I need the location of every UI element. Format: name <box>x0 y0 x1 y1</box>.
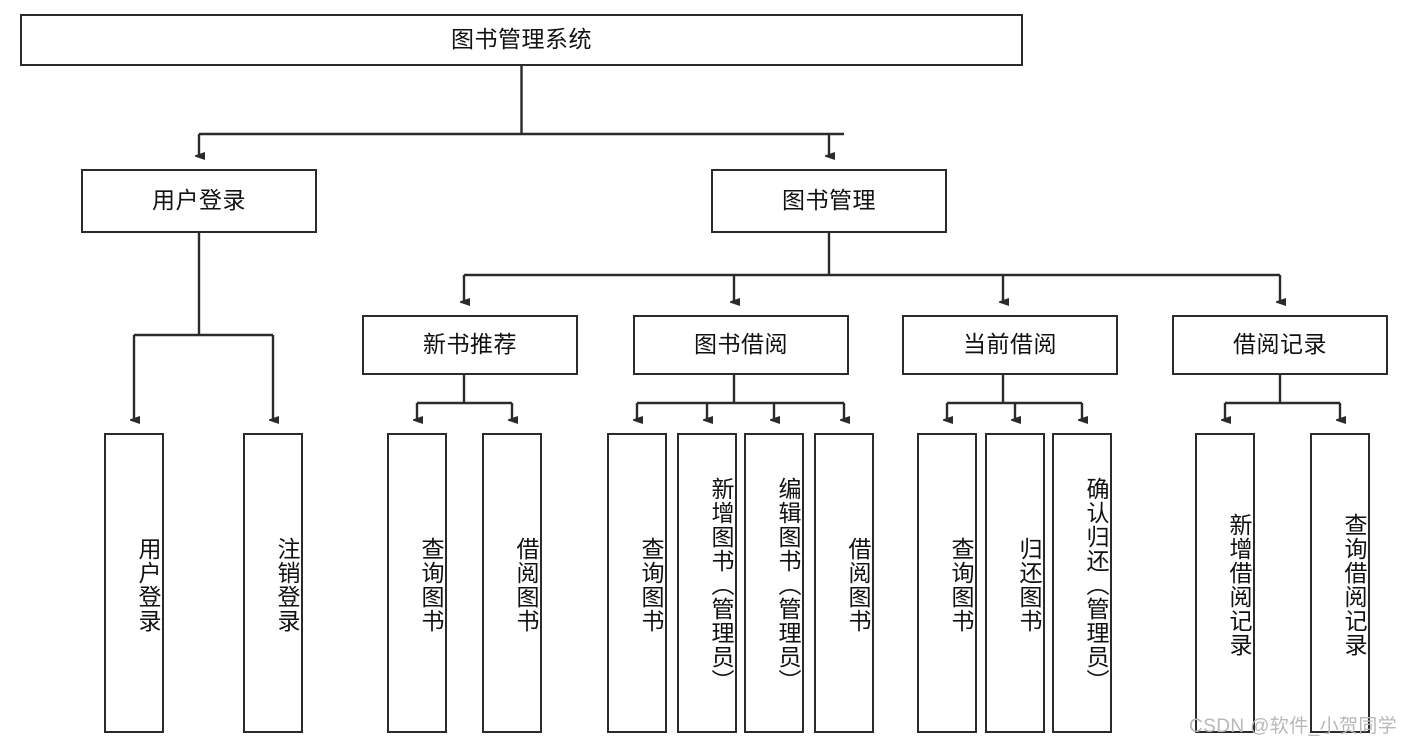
node-label: 用户登录 <box>135 537 161 633</box>
node-level2-book-borrow[interactable]: 图书借阅 <box>633 315 849 375</box>
node-label: 新书推荐 <box>423 331 517 358</box>
node-label: 归还图书 <box>1016 537 1042 633</box>
node-leaf-edit-book-admin[interactable]: 编辑图书（管理员） <box>744 433 804 733</box>
node-leaf-query-borrow-record[interactable]: 查询借阅记录 <box>1310 433 1370 733</box>
node-label: 图书借阅 <box>694 331 788 358</box>
node-level1-user-login[interactable]: 用户登录 <box>81 169 317 233</box>
node-label: 图书管理 <box>782 187 876 214</box>
node-label: 查询图书 <box>638 537 664 633</box>
node-leaf-add-borrow-record[interactable]: 新增借阅记录 <box>1195 433 1255 733</box>
node-label: 查询图书 <box>948 537 974 633</box>
node-leaf-borrow-book[interactable]: 借阅图书 <box>814 433 874 733</box>
node-leaf-confirm-return-admin[interactable]: 确认归还（管理员） <box>1052 433 1112 733</box>
node-label: 新增图书（管理员） <box>708 477 734 693</box>
node-label: 借阅图书 <box>513 537 539 633</box>
node-root[interactable]: 图书管理系统 <box>20 14 1023 66</box>
node-level2-borrow-record[interactable]: 借阅记录 <box>1172 315 1388 375</box>
node-leaf-query-book-current[interactable]: 查询图书 <box>917 433 977 733</box>
node-label: 用户登录 <box>152 187 246 214</box>
node-level1-book-management[interactable]: 图书管理 <box>711 169 947 233</box>
node-label: 查询借阅记录 <box>1341 513 1367 657</box>
node-label: 借阅记录 <box>1233 331 1327 358</box>
node-label: 借阅图书 <box>845 537 871 633</box>
node-level2-current-borrow[interactable]: 当前借阅 <box>902 315 1118 375</box>
node-leaf-logout[interactable]: 注销登录 <box>243 433 303 733</box>
node-level2-new-book-recommend[interactable]: 新书推荐 <box>362 315 578 375</box>
node-leaf-query-book-newbook[interactable]: 查询图书 <box>387 433 447 733</box>
node-label: 确认归还（管理员） <box>1083 477 1109 693</box>
node-label: 当前借阅 <box>963 331 1057 358</box>
node-label: 图书管理系统 <box>451 26 592 53</box>
watermark-label: CSDN @软件_小贺同学 <box>1189 716 1398 737</box>
node-leaf-add-book-admin[interactable]: 新增图书（管理员） <box>677 433 737 733</box>
node-label: 注销登录 <box>274 537 300 633</box>
node-label: 新增借阅记录 <box>1226 513 1252 657</box>
node-leaf-return-book[interactable]: 归还图书 <box>985 433 1045 733</box>
node-leaf-borrow-book-newbook[interactable]: 借阅图书 <box>482 433 542 733</box>
node-leaf-user-login[interactable]: 用户登录 <box>104 433 164 733</box>
node-leaf-query-book-borrow[interactable]: 查询图书 <box>607 433 667 733</box>
node-label: 编辑图书（管理员） <box>775 477 801 693</box>
node-label: 查询图书 <box>418 537 444 633</box>
